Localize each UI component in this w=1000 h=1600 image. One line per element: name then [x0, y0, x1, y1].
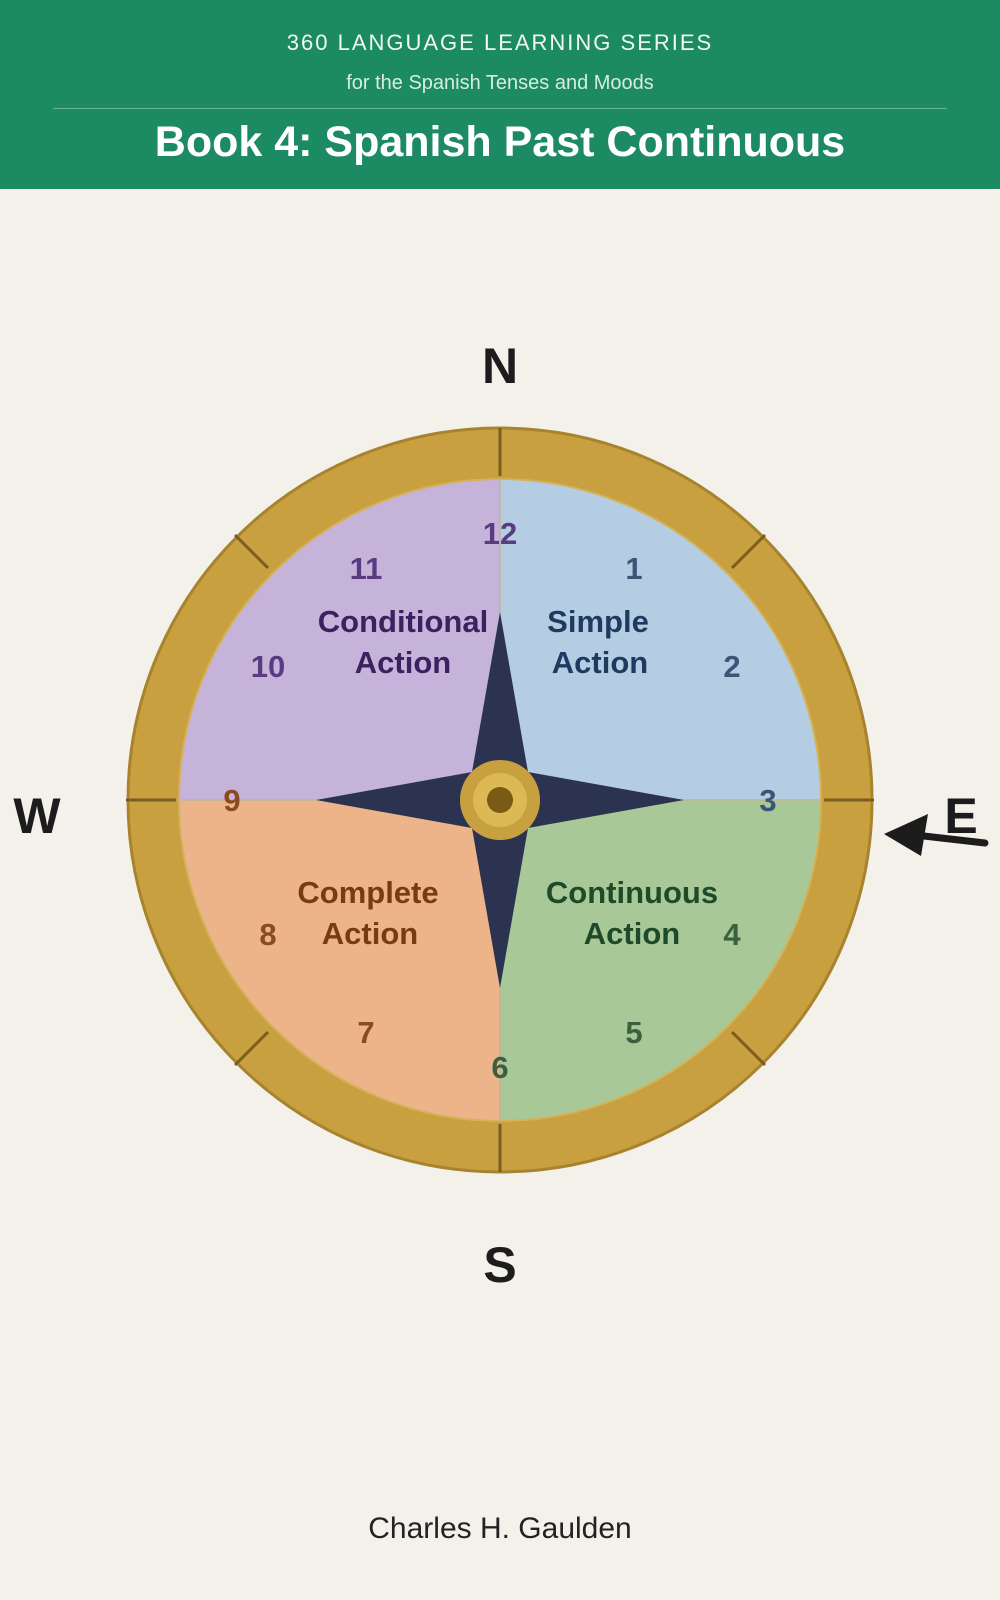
author-name: Charles H. Gaulden	[368, 1512, 632, 1545]
direction-east: E	[944, 788, 977, 844]
clock-number-12: 12	[483, 516, 517, 551]
direction-north: N	[482, 338, 518, 394]
quadrant-label-simple-2: Action	[552, 645, 648, 680]
direction-south: S	[483, 1237, 516, 1293]
series-name: 360 LANGUAGE LEARNING SERIES	[286, 30, 714, 55]
quadrant-conditional	[179, 479, 500, 800]
clock-number-10: 10	[251, 649, 285, 684]
clock-number-4: 4	[723, 917, 741, 952]
quadrant-label-complete: Complete	[297, 875, 438, 910]
clock-number-7: 7	[357, 1015, 374, 1050]
clock-number-2: 2	[723, 649, 740, 684]
ring-ticks	[126, 428, 874, 1172]
quadrant-simple	[500, 479, 821, 800]
compass-diagram: Simple Action Conditional Action Continu…	[13, 338, 989, 1293]
quadrant-continuous	[500, 800, 821, 1121]
series-subtitle: for the Spanish Tenses and Moods	[346, 72, 654, 94]
quadrant-label-continuous-2: Action	[584, 916, 680, 951]
book-title: Book 4: Spanish Past Continuous	[154, 118, 846, 166]
clock-number-3: 3	[759, 783, 776, 818]
quadrant-label-complete-2: Action	[322, 916, 418, 951]
header-banner: 360 LANGUAGE LEARNING SERIES for the Spa…	[0, 0, 1000, 189]
clock-number-6: 6	[491, 1050, 508, 1085]
quadrant-label-conditional-2: Action	[355, 645, 451, 680]
clock-number-9: 9	[223, 783, 240, 818]
header-divider	[53, 108, 947, 109]
clock-number-8: 8	[259, 917, 276, 952]
quadrant-label-conditional: Conditional	[318, 604, 488, 639]
quadrant-label-continuous: Continuous	[546, 875, 718, 910]
arrow-left-icon	[884, 814, 989, 856]
clock-number-1: 1	[625, 551, 642, 586]
quadrant-complete	[179, 800, 500, 1121]
clock-number-11: 11	[350, 551, 383, 586]
clock-number-5: 5	[625, 1015, 642, 1050]
direction-west: W	[13, 788, 61, 844]
quadrant-label-simple: Simple	[547, 604, 649, 639]
